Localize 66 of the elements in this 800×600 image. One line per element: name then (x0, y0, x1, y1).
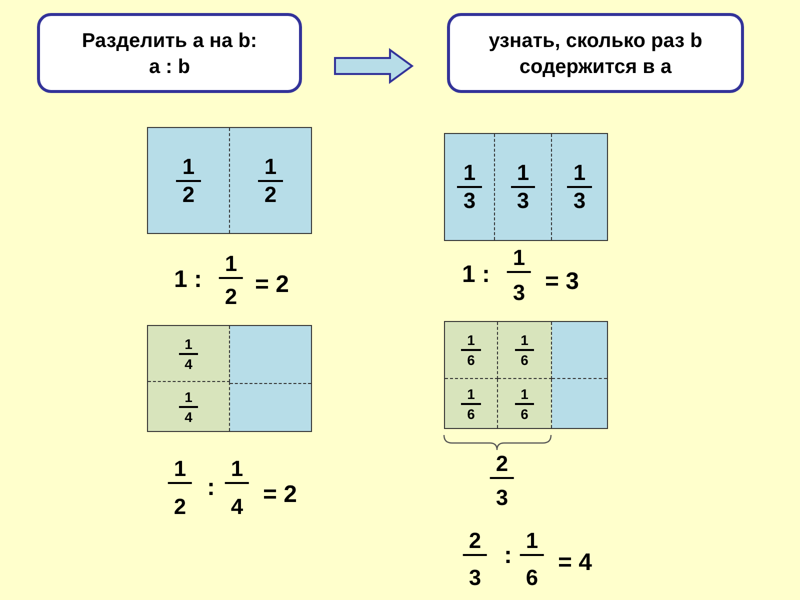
rectangle-part (148, 326, 230, 382)
math-text: 3 (512, 280, 526, 306)
rectangle-part (552, 379, 607, 428)
numerator: 1 (258, 154, 283, 182)
rectangle-part (230, 326, 311, 384)
math-text: 4 (230, 494, 244, 520)
numerator: 1 (178, 334, 198, 354)
rectangle-part (148, 382, 230, 431)
math-text: 3 (468, 565, 482, 591)
denominator: 3 (516, 188, 530, 214)
math-text: 6 (526, 565, 538, 591)
math-text: = 3 (544, 268, 580, 296)
math-text: 1 : (462, 261, 490, 289)
math-text: = 2 (254, 271, 290, 299)
rectangle-part (148, 128, 230, 233)
numerator: 1 (461, 384, 481, 404)
math-text: : (504, 542, 512, 570)
denominator: 2 (182, 182, 195, 208)
numerator: 1 (168, 456, 192, 484)
numerator: 1 (461, 331, 481, 351)
math-text: 2 (224, 284, 238, 310)
rectangle-part (445, 322, 498, 379)
denominator: 6 (520, 351, 528, 369)
rectangle-part (230, 384, 311, 431)
numerator: 1 (514, 384, 534, 404)
rectangle-part (552, 134, 607, 240)
math-text: = 2 (262, 481, 298, 509)
numerator: 1 (178, 388, 198, 408)
rectangle-part (552, 322, 607, 379)
numerator: 1 (506, 245, 532, 273)
denominator: 6 (520, 404, 528, 422)
numerator: 1 (514, 331, 534, 351)
rectangle-part (445, 134, 495, 240)
numerator: 1 (510, 160, 536, 188)
denominator: 6 (467, 404, 475, 422)
numerator: 1 (218, 251, 244, 279)
numerator: 2 (462, 528, 488, 556)
numerator: 1 (457, 160, 482, 188)
numerator: 2 (490, 451, 514, 479)
block-arrow (334, 48, 414, 84)
math-text: = 4 (558, 549, 592, 577)
rectangle-part (498, 379, 552, 428)
numerator: 1 (567, 160, 592, 188)
denominator: 4 (184, 354, 192, 372)
math-text: : (207, 474, 215, 502)
rounded-box: Разделить a на b: a : b (37, 13, 302, 93)
denominator: 4 (184, 408, 192, 426)
math-text: 3 (496, 485, 508, 511)
math-text: 2 (174, 494, 186, 520)
numerator: 1 (176, 154, 201, 182)
numerator: 1 (520, 528, 544, 556)
fraction-rectangle (147, 325, 312, 432)
denominator: 6 (467, 351, 475, 369)
math-text: 1 : (174, 266, 202, 294)
rectangle-part (498, 322, 552, 379)
denominator: 2 (264, 182, 277, 208)
denominator: 3 (573, 188, 586, 214)
numerator: 1 (224, 456, 250, 484)
fraction-rectangle (444, 321, 608, 429)
rounded-box: узнать, сколько раз b содержится в a (447, 13, 744, 93)
denominator: 3 (463, 188, 476, 214)
rectangle-part (445, 379, 498, 428)
rectangle-part (230, 128, 311, 233)
fraction-rectangle (444, 133, 608, 241)
fraction-rectangle (147, 127, 312, 234)
rectangle-part (495, 134, 552, 240)
